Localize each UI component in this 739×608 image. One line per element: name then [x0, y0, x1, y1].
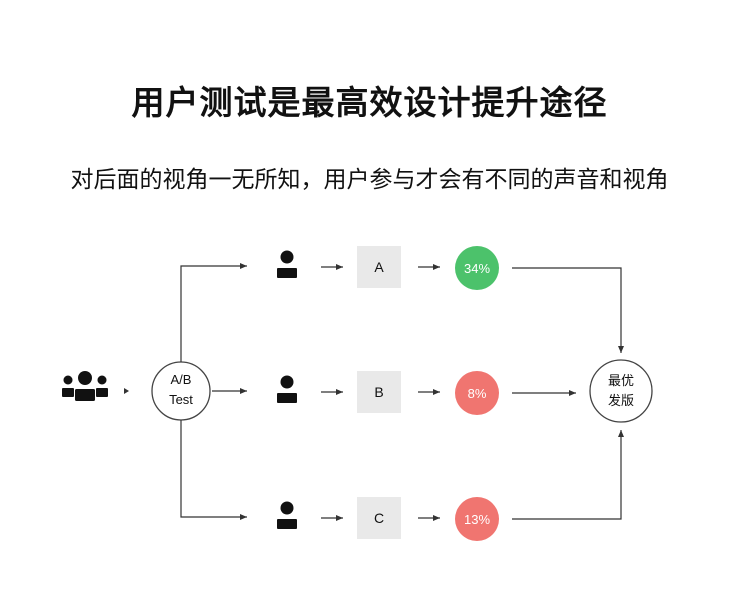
final-release-node: 最优 发版 — [589, 359, 653, 423]
variant-label-a: A — [374, 259, 384, 275]
page-subtitle: 对后面的视角一无所知，用户参与才会有不同的声音和视角 — [70, 167, 669, 193]
result-circle-b — [455, 371, 499, 415]
source-arrow — [124, 388, 129, 394]
result-circle-a — [455, 246, 499, 290]
variant-box-b — [357, 371, 401, 413]
split-connectors — [180, 263, 247, 520]
final-label-line2: 发版 — [608, 393, 634, 409]
final-label-line1: 最优 — [608, 374, 634, 389]
result-circle-c — [455, 497, 499, 541]
ab-test-label-line2: Test — [169, 392, 193, 407]
variant-label-c: C — [374, 510, 384, 526]
variant-box-c — [357, 497, 401, 539]
result-label-a: 34% — [464, 261, 490, 276]
page-title: 用户测试是最高效设计提升途径 — [131, 83, 608, 122]
ab-test-node: A/B Test — [151, 361, 211, 421]
branch-b: B 8% — [277, 371, 499, 415]
branch-a: A 34% — [277, 246, 499, 290]
user-icon — [277, 250, 297, 278]
variant-label-b: B — [374, 384, 383, 400]
user-icon — [277, 375, 297, 403]
result-label-b: 8% — [468, 386, 487, 401]
user-icon — [277, 501, 297, 529]
result-label-c: 13% — [464, 512, 490, 527]
variant-box-a — [357, 246, 401, 288]
branch-c: C 13% — [277, 497, 499, 541]
user-group-icon — [62, 371, 108, 401]
merge-connectors — [512, 267, 624, 520]
ab-test-label-line1: A/B — [171, 372, 192, 387]
